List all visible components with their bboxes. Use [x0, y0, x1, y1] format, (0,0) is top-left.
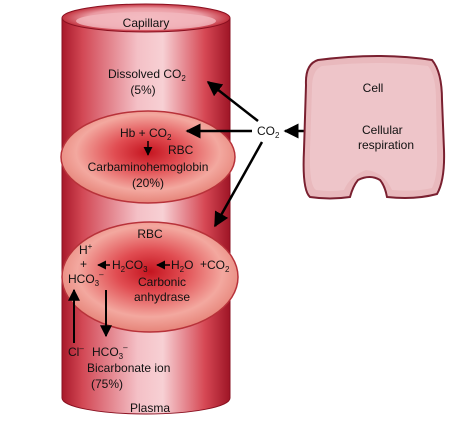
- hco3-plasma: HCO3–: [92, 343, 128, 361]
- capillary-label: Capillary: [123, 16, 170, 30]
- dissolved-co2-label: Dissolved CO2: [108, 67, 186, 83]
- plus-sign-left: +: [80, 257, 87, 271]
- arrow-to-rbc-bottom: [213, 141, 264, 228]
- rbc-top-reaction: Hb + CO2: [120, 126, 172, 142]
- rbc-bottom-label: RBC: [137, 227, 163, 241]
- chloride-label: Cl–: [68, 344, 84, 359]
- carbaminohemoglobin-percent: (20%): [132, 176, 164, 190]
- rbc-top-label: RBC: [168, 143, 194, 157]
- plus-co2-sign: +: [200, 257, 207, 271]
- cellular-respiration-line1: Cellular: [362, 123, 403, 137]
- arrow-to-dissolved: [206, 81, 259, 122]
- bicarbonate-percent: (75%): [91, 377, 123, 391]
- h2o-label: H2O: [171, 258, 193, 274]
- cell-inner-shadow: [309, 63, 438, 191]
- hco3-inside: HCO3–: [68, 270, 104, 288]
- h2co3-label: H2CO3: [112, 258, 148, 274]
- cell-label: Cell: [363, 81, 384, 95]
- enzyme-line1: Carbonic: [138, 275, 186, 289]
- cellular-respiration-line2: respiration: [358, 138, 414, 152]
- capillary-inner-rim: [76, 12, 216, 30]
- center-co2: CO2: [257, 124, 280, 140]
- dissolved-percent: (5%): [130, 83, 155, 97]
- bicarbonate-ion-label: Bicarbonate ion: [87, 361, 170, 375]
- plasma-label: Plasma: [130, 401, 170, 415]
- carbaminohemoglobin-label: Carbaminohemoglobin: [88, 160, 209, 174]
- h-plus: H+: [79, 242, 93, 257]
- capillary-tube: [61, 3, 231, 415]
- co2-inside: CO2: [207, 258, 230, 274]
- enzyme-line2: anhydrase: [134, 290, 190, 304]
